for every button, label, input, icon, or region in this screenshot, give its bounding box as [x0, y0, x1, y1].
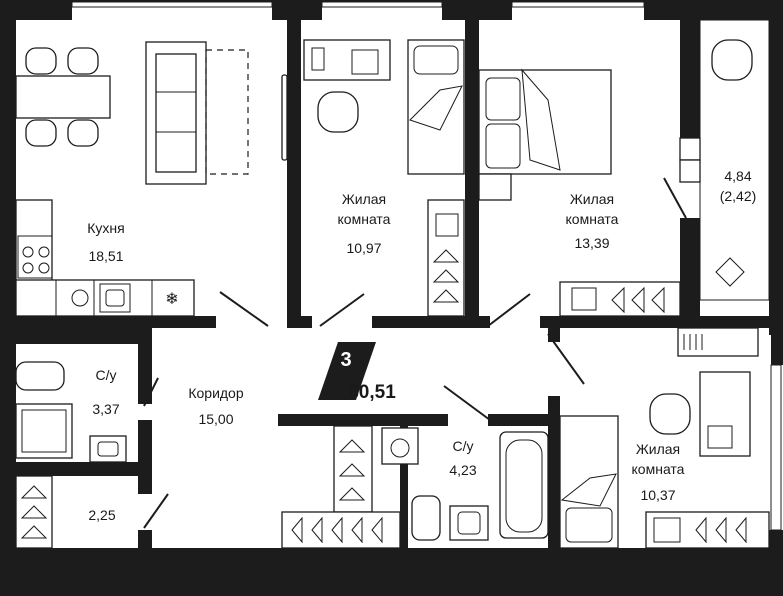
living2-area: 13,39: [574, 235, 609, 251]
living2-name-line1: Жилая: [570, 191, 614, 207]
corridor-name: Коридор: [188, 385, 244, 401]
corridor-furniture: [281, 425, 401, 549]
svg-text:❄: ❄: [165, 291, 178, 308]
storage-furniture: [15, 475, 53, 549]
living1-name-line2: комната: [338, 211, 391, 227]
kitchen-furniture: ❄: [15, 41, 288, 317]
loggia-area-reduced: (2,42): [720, 188, 757, 204]
rooms-count-badge: [318, 342, 376, 400]
bath2-furniture: [381, 427, 549, 541]
bath2-name: С/у: [453, 438, 474, 454]
loggia-furniture: [679, 39, 753, 287]
bath1-furniture: [15, 361, 127, 463]
kitchen-name: Кухня: [87, 220, 124, 236]
living1-area: 10,97: [346, 240, 381, 256]
loggia-area: 4,84: [724, 168, 751, 184]
kitchen-area: 18,51: [88, 248, 123, 264]
living3-name-line2: комната: [632, 461, 685, 477]
bath1-name: С/у: [96, 367, 117, 383]
rooms-count: 3: [340, 349, 351, 371]
corridor-area: 15,00: [198, 411, 233, 427]
bath1-area: 3,37: [92, 401, 119, 417]
living2-furniture: [478, 68, 681, 317]
bath2-area: 4,23: [449, 462, 476, 478]
total-area: 80,51: [348, 382, 396, 403]
living1-name-line1: Жилая: [342, 191, 386, 207]
room-labels: Кухня 18,51 Жилая комната 10,97 Жилая ко…: [87, 168, 756, 523]
living2-name-line2: комната: [566, 211, 619, 227]
living3-area: 10,37: [640, 487, 675, 503]
living3-furniture: [559, 327, 770, 549]
apartment-badge: 3 80,51: [318, 342, 396, 403]
living3-name-line1: Жилая: [636, 441, 680, 457]
doors: [143, 177, 687, 593]
storage-area: 2,25: [88, 507, 115, 523]
living1-furniture: [303, 39, 465, 317]
